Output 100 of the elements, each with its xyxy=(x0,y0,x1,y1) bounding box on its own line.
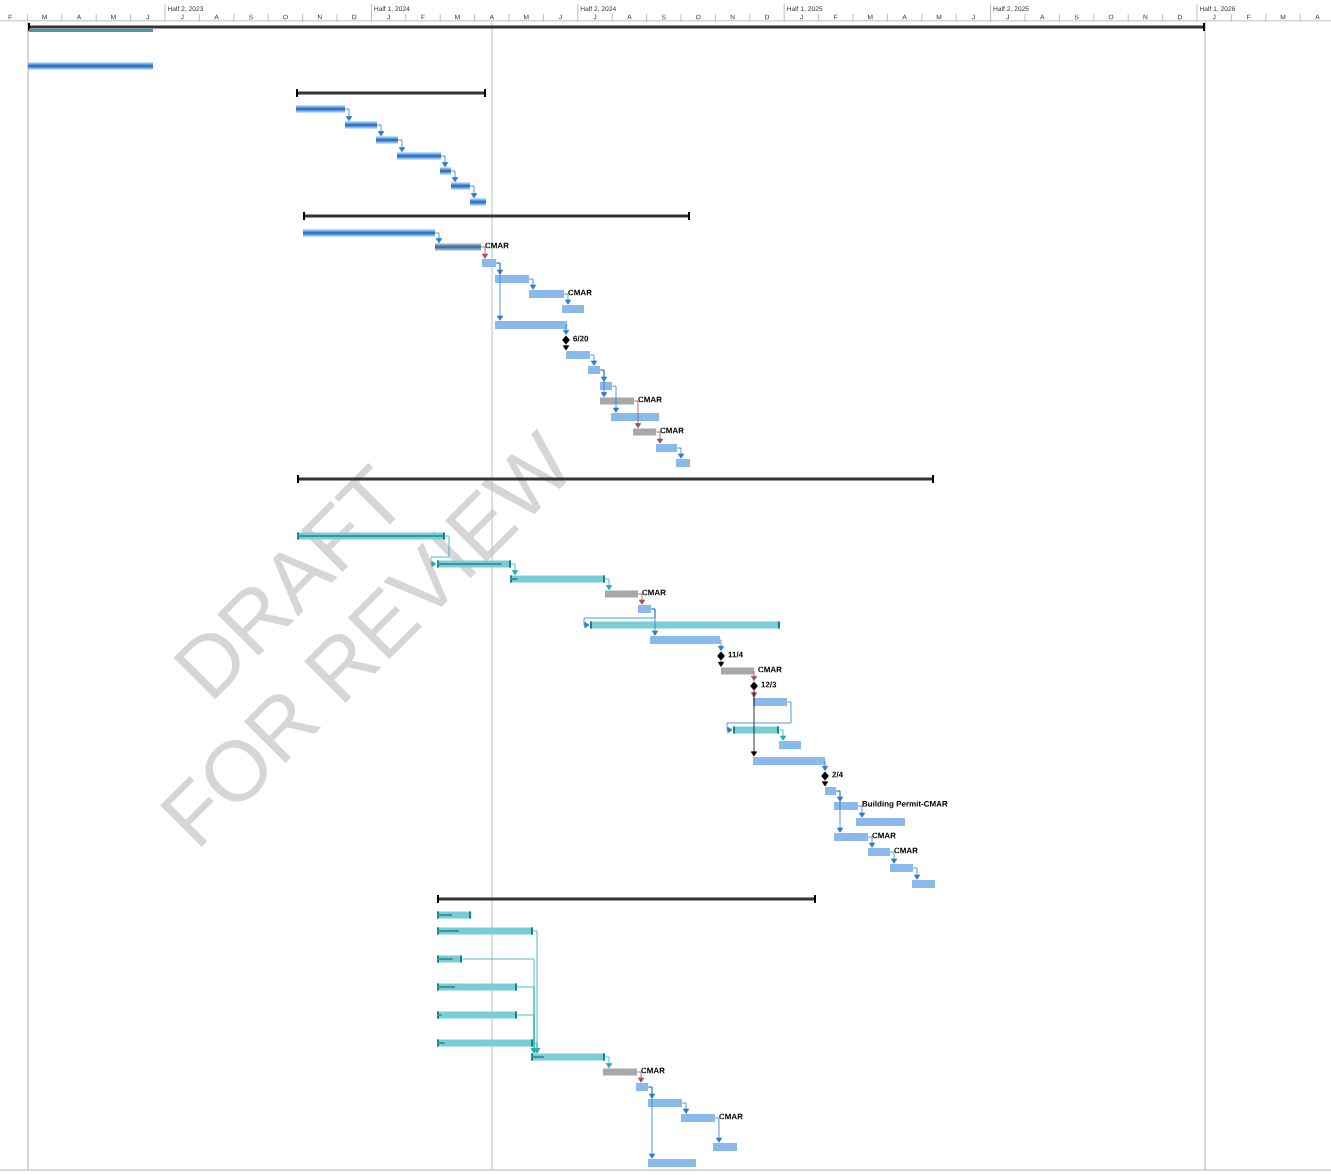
task-bar xyxy=(676,459,690,467)
task-bar xyxy=(28,62,153,70)
task-bar xyxy=(437,1039,533,1047)
task-bar xyxy=(437,927,533,935)
dependency-arrow xyxy=(633,400,642,429)
dependency-arrow xyxy=(510,563,519,576)
task-bar xyxy=(296,105,345,113)
task-bar xyxy=(636,1083,648,1091)
milestone-diamond xyxy=(821,771,829,781)
dependency-arrow xyxy=(604,578,613,591)
summary-bar xyxy=(303,212,690,220)
dependency-arrow xyxy=(778,729,787,741)
task-bar xyxy=(834,802,858,810)
task-bar xyxy=(603,1068,637,1076)
task-bar xyxy=(753,698,787,706)
dependency-arrow xyxy=(397,139,406,153)
dependency-arrow xyxy=(714,1117,723,1143)
task-bar xyxy=(648,1099,682,1107)
dependency-arrow xyxy=(726,701,792,734)
task-bar xyxy=(600,397,634,405)
dependency-arrow xyxy=(344,108,353,122)
task-bar xyxy=(451,182,470,190)
dependency-arrow xyxy=(821,760,829,771)
task-label: CMAR xyxy=(641,1067,665,1074)
task-bar xyxy=(588,366,600,374)
task-bar xyxy=(376,136,398,144)
task-label: CMAR xyxy=(894,847,918,854)
task-bar xyxy=(437,955,462,963)
dependency-arrow xyxy=(611,385,620,413)
dependency-arrow xyxy=(857,805,866,818)
dependency-arrow xyxy=(604,1056,613,1069)
task-bar xyxy=(611,413,659,421)
dependency-arrow xyxy=(376,124,385,137)
task-bar xyxy=(562,305,584,313)
dependency-arrow xyxy=(835,790,844,833)
dependency-arrow xyxy=(655,431,664,444)
task-label: CMAR xyxy=(660,427,684,434)
task-label: CMAR xyxy=(568,289,592,296)
milestone-diamond xyxy=(717,651,725,661)
dependency-arrow xyxy=(562,344,570,351)
dependency-arrow xyxy=(867,836,876,848)
task-bar xyxy=(345,121,377,129)
task-label: CMAR xyxy=(638,396,662,403)
task-bar xyxy=(303,229,435,237)
dependency-arrow xyxy=(532,1042,541,1054)
dependency-arrow xyxy=(495,262,504,321)
milestone-diamond xyxy=(562,335,570,345)
task-bar xyxy=(566,351,590,359)
dependency-arrow xyxy=(637,593,646,605)
summary-bar xyxy=(28,23,1205,32)
task-bar xyxy=(495,275,529,283)
task-bar xyxy=(531,1053,605,1061)
task-bar xyxy=(834,833,868,841)
task-bar xyxy=(753,757,825,765)
task-label: Building Permit-CMAR xyxy=(862,800,948,809)
dependency-arrow xyxy=(480,246,489,259)
dependency-arrow xyxy=(589,354,598,366)
dependency-arrow xyxy=(469,185,478,199)
dependency-arrow xyxy=(681,1102,690,1114)
task-bar xyxy=(440,167,451,175)
dependency-arrow xyxy=(528,278,537,290)
dependency-arrow xyxy=(430,535,450,568)
task-bar xyxy=(638,605,651,613)
dependency-arrow xyxy=(889,851,898,864)
task-label: CMAR xyxy=(485,242,509,249)
task-bar xyxy=(437,560,511,568)
task-label: 6/20 xyxy=(573,335,589,342)
task-bar xyxy=(435,243,481,251)
task-bar xyxy=(656,444,677,452)
task-label: 2/4 xyxy=(832,771,844,778)
task-bar xyxy=(890,864,913,872)
task-bar xyxy=(825,787,836,795)
task-bar xyxy=(437,1011,517,1019)
task-bar xyxy=(713,1143,737,1151)
task-bar xyxy=(437,983,517,991)
task-bar xyxy=(633,428,656,436)
summary-bar xyxy=(437,895,816,903)
dependency-arrow xyxy=(450,170,459,183)
task-bar xyxy=(482,259,496,267)
dependency-arrow xyxy=(599,369,608,398)
task-bar xyxy=(529,290,564,298)
task-bar xyxy=(856,818,905,826)
task-label: 12/3 xyxy=(761,681,777,688)
task-label: 11/4 xyxy=(728,651,744,658)
task-label: CMAR xyxy=(719,1113,743,1120)
dependency-arrow xyxy=(440,155,449,168)
dependency-arrow xyxy=(647,1086,656,1159)
dependency-arrow xyxy=(717,660,725,667)
dependency-arrow xyxy=(650,608,659,636)
task-label: CMAR xyxy=(642,589,666,596)
task-bar xyxy=(605,590,638,598)
task-bar xyxy=(437,911,471,919)
summary-bar xyxy=(296,89,486,97)
dependency-arrow xyxy=(750,690,758,698)
task-bar xyxy=(912,880,935,888)
dependency-arrow xyxy=(750,690,758,757)
dependency-arrow xyxy=(821,780,829,787)
task-bar xyxy=(733,726,779,734)
dependency-arrow xyxy=(717,639,725,651)
task-bar xyxy=(397,152,441,160)
